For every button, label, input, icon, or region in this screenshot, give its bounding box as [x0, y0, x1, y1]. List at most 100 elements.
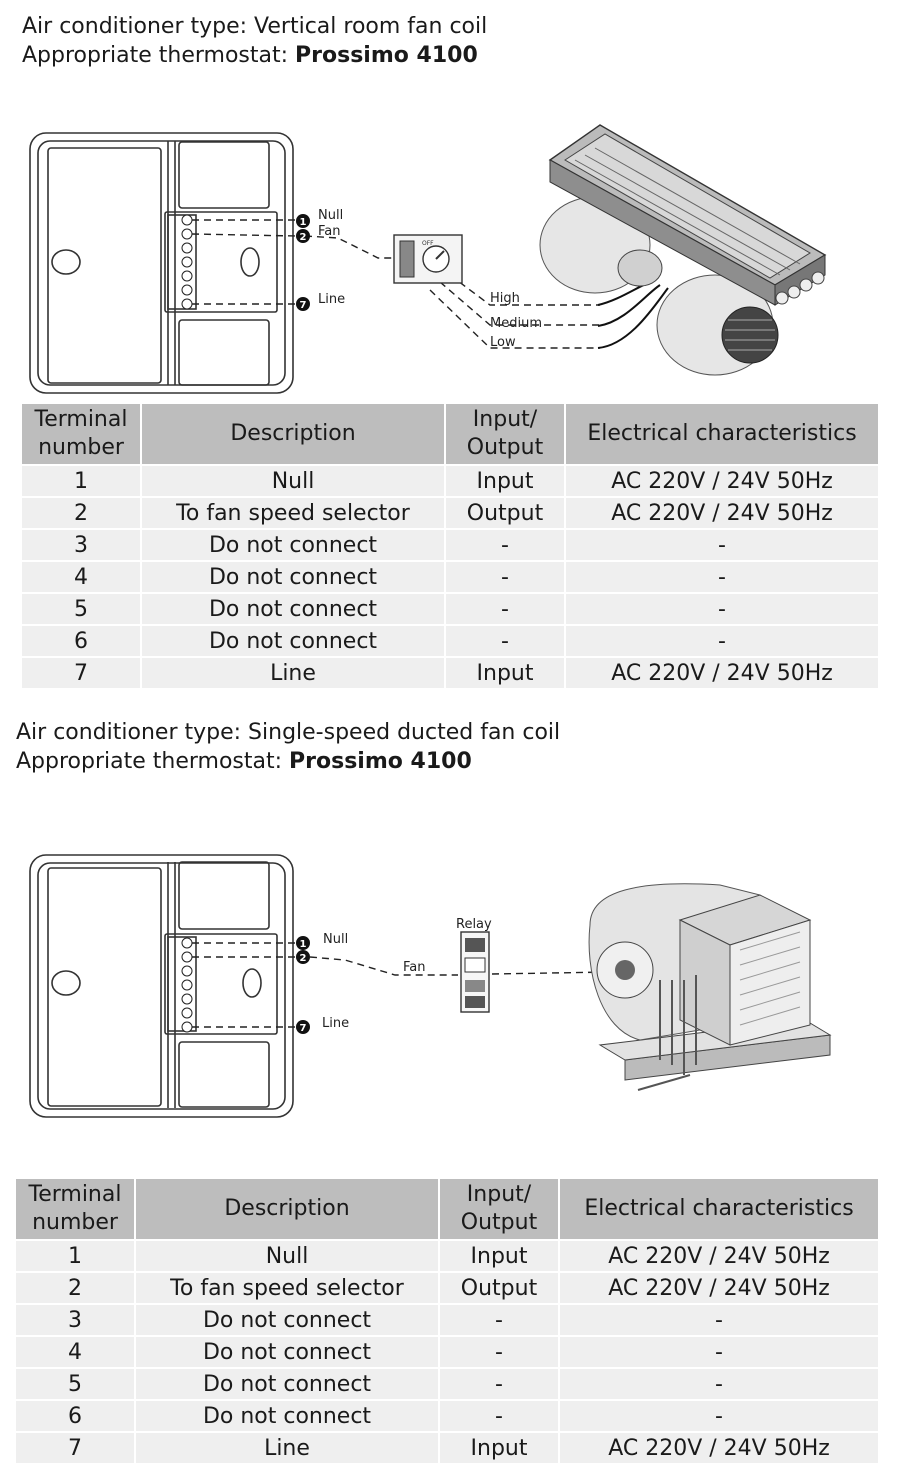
- terminal-block: [181, 214, 193, 310]
- table-cell: 2: [16, 1273, 134, 1303]
- table-cell: -: [446, 530, 564, 560]
- table-cell: Do not connect: [136, 1401, 438, 1431]
- table-cell: 4: [22, 562, 140, 592]
- table-cell: 3: [16, 1305, 134, 1335]
- table-cell: To fan speed selector: [142, 498, 444, 528]
- table-cell: Null: [142, 466, 444, 496]
- relay-icon: Relay: [456, 917, 492, 1013]
- table-cell: 5: [16, 1369, 134, 1399]
- table-cell: 4: [16, 1337, 134, 1367]
- terminal-number-2: 2: [300, 953, 307, 964]
- table-cell: Output: [440, 1273, 558, 1303]
- fan-label: Fan: [403, 960, 426, 975]
- table-cell: Input: [446, 658, 564, 688]
- table-cell: 1: [16, 1241, 134, 1271]
- col-input-output: Input/ Output: [440, 1179, 558, 1239]
- table-cell: -: [440, 1401, 558, 1431]
- ac-type-line: Air conditioner type: Single-speed ducte…: [16, 720, 561, 745]
- table-cell: Input: [446, 466, 564, 496]
- null-label: Null: [318, 208, 343, 223]
- table-cell: -: [560, 1401, 878, 1431]
- table-cell: Input: [440, 1241, 558, 1271]
- line-label: Line: [318, 292, 345, 307]
- high-label: High: [490, 291, 520, 306]
- wiring-diagram-2: 1 2 7 Null Line Fan Relay: [29, 854, 832, 1118]
- table-cell: Do not connect: [136, 1337, 438, 1367]
- svg-text:OFF: OFF: [422, 240, 434, 247]
- table-cell: Line: [136, 1433, 438, 1463]
- col-electrical: Electrical characteristics: [560, 1179, 878, 1239]
- line-label: Line: [322, 1016, 349, 1031]
- relay-label: Relay: [456, 917, 492, 932]
- table-cell: -: [440, 1369, 558, 1399]
- fan-label: Fan: [318, 224, 341, 239]
- table-cell: Input: [440, 1433, 558, 1463]
- terminal-number-1: 1: [300, 939, 307, 950]
- col-description: Description: [142, 404, 444, 464]
- table-cell: -: [566, 626, 878, 656]
- table-cell: 7: [16, 1433, 134, 1463]
- table-cell: 7: [22, 658, 140, 688]
- table-cell: -: [560, 1369, 878, 1399]
- section-2-heading: Air conditioner type: Single-speed ducte…: [16, 718, 560, 776]
- table-cell: -: [560, 1305, 878, 1335]
- table-cell: Do not connect: [142, 594, 444, 624]
- table-cell: -: [440, 1337, 558, 1367]
- terminal-number-7: 7: [300, 1023, 307, 1034]
- thermostat-line: Appropriate thermostat: Prossimo 4100: [22, 43, 478, 68]
- table-cell: Line: [142, 658, 444, 688]
- table-cell: Do not connect: [142, 530, 444, 560]
- table-cell: To fan speed selector: [136, 1273, 438, 1303]
- table-cell: -: [560, 1337, 878, 1367]
- table-cell: 1: [22, 466, 140, 496]
- wires-2: [192, 942, 611, 1028]
- col-electrical: Electrical characteristics: [566, 404, 878, 464]
- null-label: Null: [323, 932, 348, 947]
- table-cell: AC 220V / 24V 50Hz: [566, 466, 878, 496]
- table-cell: -: [446, 626, 564, 656]
- table-cell: AC 220V / 24V 50Hz: [560, 1241, 878, 1271]
- terminal-number-7: 7: [300, 300, 307, 311]
- table-cell: 3: [22, 530, 140, 560]
- table-cell: Null: [136, 1241, 438, 1271]
- table-cell: AC 220V / 24V 50Hz: [566, 498, 878, 528]
- terminal-number-1: 1: [300, 217, 307, 228]
- table-cell: Do not connect: [142, 562, 444, 592]
- wires-1: [191, 219, 600, 349]
- table-cell: AC 220V / 24V 50Hz: [560, 1273, 878, 1303]
- terminal-table-2: Terminal number Description Input/ Outpu…: [14, 1177, 880, 1465]
- ac-type-line: Air conditioner type: Vertical room fan …: [22, 14, 488, 39]
- table-cell: -: [446, 594, 564, 624]
- table-cell: Do not connect: [136, 1369, 438, 1399]
- table-cell: 5: [22, 594, 140, 624]
- low-label: Low: [490, 335, 516, 350]
- fan-coil-unit-icon: [539, 124, 827, 376]
- terminal-markers-1: 1 2 7 Null Fan Line: [296, 208, 345, 311]
- section-1-heading: Air conditioner type: Vertical room fan …: [22, 12, 487, 70]
- table-header-row: Terminal number Description Input/ Outpu…: [16, 1179, 878, 1239]
- table-cell: Output: [446, 498, 564, 528]
- table-cell: 6: [16, 1401, 134, 1431]
- terminal-table-1: Terminal number Description Input/ Outpu…: [20, 402, 880, 690]
- ducted-fan-coil-icon: [588, 883, 832, 1091]
- table-cell: -: [446, 562, 564, 592]
- col-input-output: Input/ Output: [446, 404, 564, 464]
- terminal-block: [181, 937, 193, 1033]
- table-cell: 6: [22, 626, 140, 656]
- table-cell: Do not connect: [136, 1305, 438, 1335]
- wiring-diagram-1: 1 2 7 Null Fan Line OFF High Medium Low: [29, 124, 827, 394]
- thermostat-backplate: [29, 854, 294, 1118]
- table-cell: AC 220V / 24V 50Hz: [566, 658, 878, 688]
